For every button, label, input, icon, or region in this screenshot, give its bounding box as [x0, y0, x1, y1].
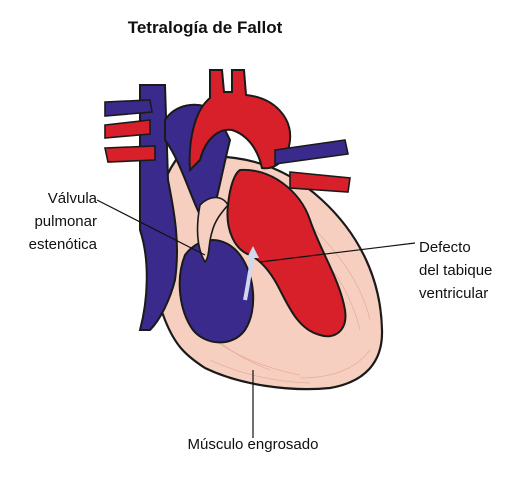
pulmonary-vein-right-bottom	[289, 171, 351, 193]
label-valve-line-2: pulmonar	[34, 213, 97, 230]
pulmonary-branch-left	[104, 99, 153, 117]
pulmonary-vein-left-top	[104, 119, 151, 139]
label-muscle: Músculo engrosado	[188, 436, 319, 453]
label-vsd: Defecto del tabique ventricular	[419, 239, 492, 302]
label-valve: Válvula pulmonar estenótica	[29, 190, 98, 253]
right-ventricle	[178, 239, 255, 344]
vsd-leader-line	[259, 242, 416, 263]
label-vsd-line-1: Defecto	[419, 239, 471, 256]
vsd-flow-arrow	[243, 254, 255, 301]
stenotic-pulmonary-valve	[196, 196, 229, 264]
aortic-arch	[188, 69, 292, 173]
label-valve-line-3: estenótica	[29, 236, 98, 253]
pulmonary-vein-left-bottom	[104, 145, 156, 163]
valve-leader-line	[96, 199, 206, 256]
vsd-arrowhead	[247, 246, 259, 258]
pulmonary-vein-right-top	[274, 139, 349, 165]
label-vsd-line-2: del tabique	[419, 262, 492, 279]
label-vsd-line-3: ventricular	[419, 285, 488, 302]
label-valve-line-1: Válvula	[48, 190, 98, 207]
diagram-title: Tetralogía de Fallot	[128, 18, 283, 37]
left-ventricle	[226, 168, 347, 338]
